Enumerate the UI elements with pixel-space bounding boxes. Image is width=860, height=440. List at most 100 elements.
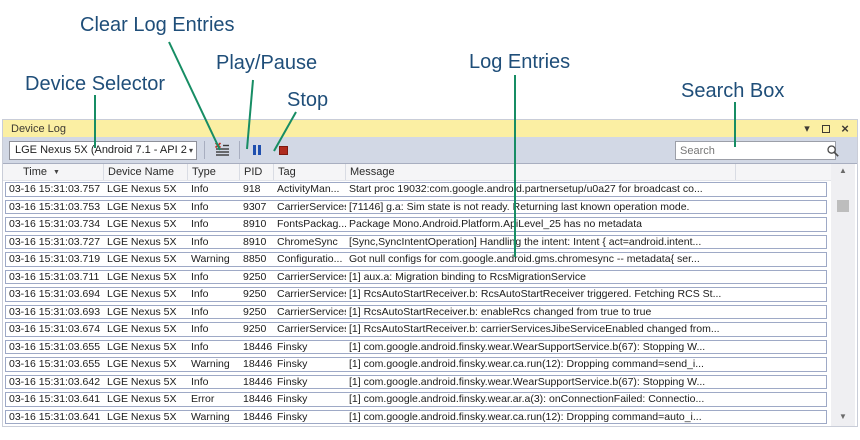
cell-time: 03-16 15:31:03.711 — [9, 270, 100, 283]
cell-pid: 18446 — [243, 375, 273, 388]
callout-device-selector: Device Selector — [25, 73, 166, 95]
scroll-down-icon[interactable]: ▼ — [839, 412, 847, 421]
column-header-time[interactable]: Time ▼ — [23, 166, 60, 178]
cell-tag: FontsPackag... — [277, 218, 346, 230]
cell-pid: 18446 — [243, 410, 273, 423]
vertical-scrollbar[interactable]: ▲ ▼ — [831, 164, 855, 426]
cell-type: Info — [191, 200, 209, 213]
callout-log-entries: Log Entries — [469, 51, 571, 73]
callout-stop: Stop — [287, 89, 329, 111]
cell-type: Info — [191, 323, 209, 335]
cell-message: Package Mono.Android.Platform.ApiLevel_2… — [349, 218, 643, 230]
cell-tag: Finsky — [277, 340, 308, 353]
cell-time: 03-16 15:31:03.734 — [9, 218, 101, 230]
cell-pid: 18446 — [243, 393, 273, 405]
search-input[interactable] — [676, 144, 826, 157]
cell-device: LGE Nexus 5X — [107, 288, 177, 300]
window-title: Device Log — [11, 122, 67, 135]
stop-button[interactable] — [273, 140, 293, 160]
cell-time: 03-16 15:31:03.757 — [9, 183, 101, 195]
window-controls: ▾ × — [801, 120, 851, 136]
column-header-type[interactable]: Type — [187, 164, 239, 180]
cell-tag: Configuratio... — [277, 253, 343, 265]
cell-tag: CarrierServices — [277, 323, 346, 335]
cell-device: LGE Nexus 5X — [107, 410, 177, 423]
cell-message: [1] RcsAutoStartReceiver.b: enableRcs ch… — [349, 305, 652, 318]
cell-time: 03-16 15:31:03.727 — [9, 235, 101, 248]
cell-tag: CarrierServices — [277, 200, 346, 213]
window-titlebar[interactable]: Device Log ▾ × — [3, 120, 857, 137]
cell-tag: Finsky — [277, 393, 308, 405]
cell-device: LGE Nexus 5X — [107, 358, 177, 370]
column-header-empty — [735, 164, 831, 180]
pause-icon — [253, 145, 261, 155]
cell-device: LGE Nexus 5X — [107, 340, 177, 353]
cell-tag: CarrierServices — [277, 305, 346, 318]
cell-tag: ChromeSync — [277, 235, 338, 248]
cell-pid: 9250 — [243, 270, 267, 283]
cell-type: Info — [191, 340, 209, 353]
window-menu-icon[interactable]: ▾ — [804, 122, 810, 135]
toolbar-separator — [239, 141, 240, 159]
log-grid-header: Time ▼ Device Name Type PID Tag Message — [3, 164, 831, 181]
cell-type: Info — [191, 305, 209, 318]
maximize-icon[interactable] — [820, 123, 832, 135]
cell-message: [71146] g.a: Sim state is not ready. Ret… — [349, 200, 690, 213]
cell-device: LGE Nexus 5X — [107, 218, 177, 230]
scroll-up-icon[interactable]: ▲ — [839, 166, 847, 175]
column-header-message[interactable]: Message — [345, 164, 735, 180]
cell-time: 03-16 15:31:03.655 — [9, 358, 101, 370]
cell-time: 03-16 15:31:03.694 — [9, 288, 101, 300]
cell-pid: 918 — [243, 183, 261, 195]
cell-type: Info — [191, 270, 209, 283]
cell-type: Warning — [191, 253, 230, 265]
log-row[interactable]: 03-16 15:31:03.655 LGE Nexus 5X Info 18446 F… — [5, 339, 827, 354]
clear-list-icon — [214, 142, 229, 156]
play-pause-button[interactable] — [247, 140, 267, 160]
sort-descending-icon: ▼ — [53, 168, 60, 176]
cell-pid: 9250 — [243, 288, 267, 300]
toolbar: LGE Nexus 5X (Android 7.1 - API 25) ▾ — [3, 137, 857, 164]
cell-device: LGE Nexus 5X — [107, 253, 177, 265]
search-icon[interactable] — [826, 144, 840, 158]
clear-log-entries-button[interactable] — [212, 140, 232, 160]
cell-time: 03-16 15:31:03.655 — [9, 340, 101, 353]
column-header-pid[interactable]: PID — [239, 164, 273, 180]
maximize-box-glyph — [822, 124, 830, 133]
cell-message: [1] com.google.android.finsky.wear.WearS… — [349, 375, 706, 388]
cell-device: LGE Nexus 5X — [107, 235, 177, 248]
callout-search-box: Search Box — [681, 80, 785, 102]
column-header-device-name[interactable]: Device Name — [103, 164, 187, 180]
cell-pid: 18446 — [243, 358, 273, 370]
cell-type: Info — [191, 375, 209, 388]
cell-time: 03-16 15:31:03.753 — [9, 200, 101, 213]
cell-time: 03-16 15:31:03.674 — [9, 323, 101, 335]
cell-message: [1] com.google.android.finsky.wear.ca.ru… — [349, 410, 702, 423]
close-icon[interactable]: × — [841, 120, 849, 136]
log-row[interactable]: 03-16 15:31:03.727 LGE Nexus 5X Info 8910 Ch… — [5, 234, 827, 249]
scrollbar-thumb[interactable] — [837, 200, 849, 212]
cell-pid: 8910 — [243, 235, 267, 248]
cell-time: 03-16 15:31:03.641 — [9, 393, 101, 405]
cell-time: 03-16 15:31:03.719 — [9, 253, 101, 265]
cell-type: Info — [191, 235, 209, 248]
device-selector-dropdown[interactable]: LGE Nexus 5X (Android 7.1 - API 25) ▾ — [9, 140, 197, 160]
cell-pid: 9250 — [243, 323, 267, 335]
cell-message: [1] com.google.android.finsky.wear.ca.ru… — [349, 358, 704, 370]
column-header-tag[interactable]: Tag — [273, 164, 345, 180]
cell-message: [1] aux.a: Migration binding to RcsMigra… — [349, 270, 586, 283]
cell-pid: 18446 — [243, 340, 273, 353]
